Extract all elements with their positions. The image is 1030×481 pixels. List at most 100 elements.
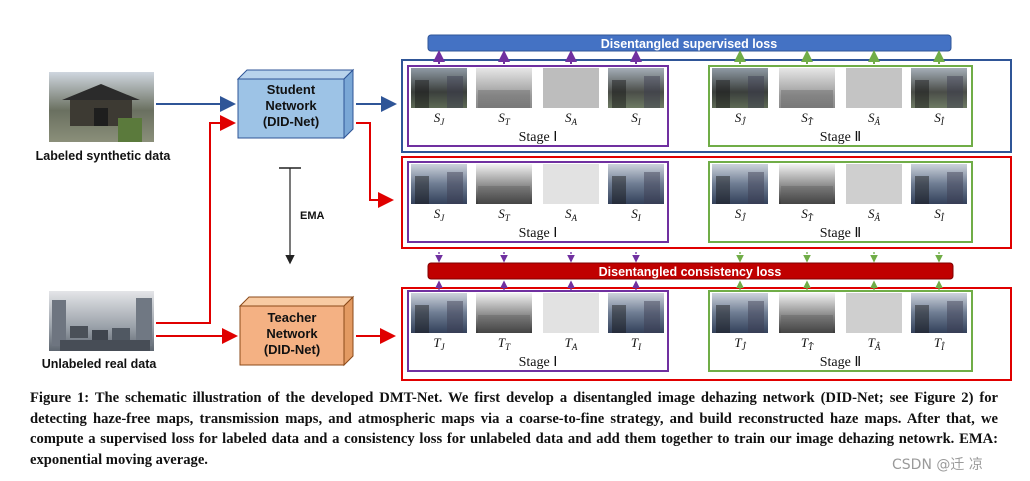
map-label: SÂ (868, 206, 881, 223)
map-thumbnail-detail (748, 301, 764, 333)
map-thumbnail-detail (947, 172, 963, 204)
map-label: SJ (434, 206, 446, 223)
map-thumbnail-detail (644, 172, 660, 204)
labeled-input-label: Labeled synthetic data (36, 149, 172, 163)
map-thumbnail (779, 293, 835, 333)
map-thumbnail (543, 293, 599, 333)
map-thumbnail (846, 293, 902, 333)
unlabeled-input-image (49, 291, 154, 351)
map-thumbnail-detail (781, 186, 833, 204)
map-label: ST (498, 206, 511, 223)
map-thumbnail (911, 164, 967, 204)
figure-caption: Figure 1: The schematic illustration of … (30, 390, 998, 468)
map-thumbnail (476, 293, 532, 333)
student-unlabeled-row-frame (401, 156, 1012, 249)
stage-title: Stage Ⅱ (820, 226, 862, 241)
supervised-row-frame (401, 59, 1012, 153)
map-thumbnail (608, 68, 664, 108)
teacher-line3: (DID-Net) (264, 342, 320, 357)
csdn-watermark: CSDN @迁 凉 (892, 457, 983, 473)
student-line1: Student (267, 82, 316, 97)
map-thumbnail-detail (781, 315, 833, 333)
map-thumbnail (543, 68, 599, 108)
supervised-loss-label: Disentangled supervised loss (601, 37, 777, 51)
map-thumbnail (543, 164, 599, 204)
student-to-unlabeled-row-arrow (356, 122, 394, 208)
map-thumbnail (911, 68, 967, 108)
map-label: SA (565, 110, 578, 127)
map-thumbnail (608, 293, 664, 333)
map-thumbnail-detail (915, 80, 929, 108)
map-thumbnail-detail (947, 76, 963, 108)
map-thumbnail-detail (612, 176, 626, 204)
map-label: SĴ (735, 206, 747, 223)
map-thumbnail-detail (716, 80, 730, 108)
map-label: TĴ (734, 335, 746, 352)
map-label: TA (565, 335, 578, 352)
map-label: SÎ (934, 110, 945, 127)
map-thumbnail-detail (644, 76, 660, 108)
map-thumbnail (712, 164, 768, 204)
map-label: TÎ (934, 335, 945, 352)
teacher-line2: Network (266, 326, 318, 341)
map-label: TT̂ (801, 335, 814, 352)
map-thumbnail (608, 164, 664, 204)
map-thumbnail (411, 164, 467, 204)
map-thumbnail (712, 293, 768, 333)
map-thumbnail (846, 68, 902, 108)
map-thumbnail-detail (478, 90, 530, 108)
map-label: SA (565, 206, 578, 223)
map-thumbnail-detail (716, 176, 730, 204)
map-label: ST (498, 110, 511, 127)
supervised-loss-bar (427, 34, 952, 52)
map-thumbnail-detail (612, 305, 626, 333)
map-thumbnail-detail (947, 301, 963, 333)
stage-title: Stage Ⅱ (820, 355, 862, 370)
map-thumbnail (476, 164, 532, 204)
map-thumbnail (411, 68, 467, 108)
map-label: SI (631, 110, 642, 127)
map-thumbnail (411, 293, 467, 333)
student-line2: Network (265, 98, 317, 113)
unlabeled-to-student-arrow (156, 115, 236, 324)
map-label: TI (631, 335, 642, 352)
stage-frame (708, 161, 973, 243)
map-thumbnail-detail (644, 301, 660, 333)
map-thumbnail-detail (915, 176, 929, 204)
map-thumbnail (476, 68, 532, 108)
map-thumbnail-detail (478, 186, 530, 204)
stage-frame (407, 161, 669, 243)
map-thumbnail-detail (478, 315, 530, 333)
teacher-line1: Teacher (268, 310, 317, 325)
stage-title: Stage Ⅱ (820, 130, 862, 145)
map-thumbnail (779, 68, 835, 108)
map-thumbnail-detail (415, 80, 429, 108)
map-label: SÂ (868, 110, 881, 127)
map-thumbnail-detail (748, 172, 764, 204)
teacher-network-box (238, 295, 355, 367)
map-label: SĴ (735, 110, 747, 127)
map-thumbnail-detail (612, 80, 626, 108)
map-thumbnail-detail (415, 305, 429, 333)
map-thumbnail-detail (447, 172, 463, 204)
map-label: SI (631, 206, 642, 223)
map-thumbnail (846, 164, 902, 204)
stage-frame (708, 290, 973, 372)
map-thumbnail-detail (781, 90, 833, 108)
map-thumbnail (911, 293, 967, 333)
stage-title: Stage Ⅰ (519, 226, 558, 241)
student-line3: (DID-Net) (263, 114, 319, 129)
map-thumbnail (779, 164, 835, 204)
map-label: ST̂ (801, 110, 814, 127)
consistency-loss-bar (427, 262, 954, 280)
stage-title: Stage Ⅰ (519, 130, 558, 145)
map-thumbnail-detail (415, 176, 429, 204)
map-label: ST̂ (801, 206, 814, 223)
teacher-row-frame (401, 287, 1012, 381)
stage-frame (407, 65, 669, 147)
map-thumbnail-detail (915, 305, 929, 333)
map-thumbnail-detail (447, 76, 463, 108)
map-label: TJ (433, 335, 445, 352)
stage-frame (708, 65, 973, 147)
map-thumbnail (712, 68, 768, 108)
